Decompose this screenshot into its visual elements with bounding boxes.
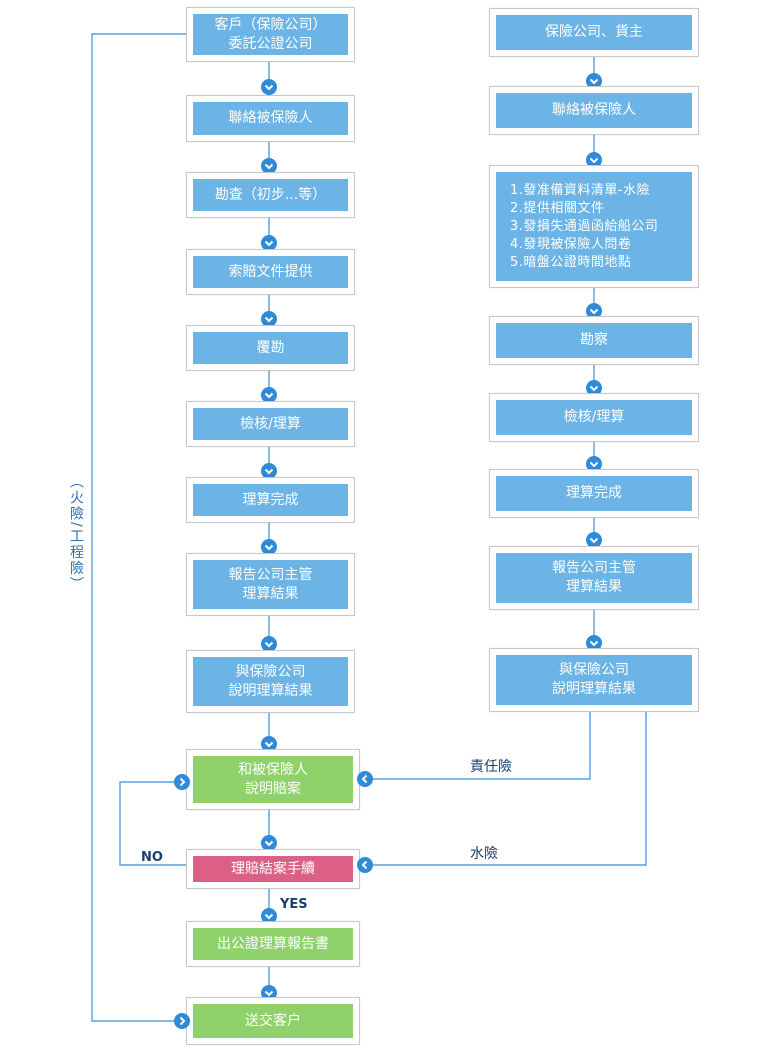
step-client-commission: 客戶（保險公司） 委託公證公司 (186, 7, 355, 62)
step-text: 保險公司、貨主 (545, 24, 643, 40)
yes-label: YES (280, 897, 308, 912)
step-text: 理算完成 (242, 491, 299, 508)
step-text: 索賠文件提供 (228, 263, 313, 280)
step-text: 檢核/理算 (563, 409, 625, 425)
step-text: 報告公司主管 (228, 566, 313, 583)
step-deliver-client: 送交客户 (186, 997, 360, 1045)
step-text: 說明理算結果 (552, 681, 636, 697)
chevron-down-icon (261, 539, 277, 555)
step-text: 理算結果 (566, 579, 622, 595)
step-report-manager: 報告公司主管 理算結果 (186, 553, 355, 616)
right-step-check-adjust: 檢核/理算 (489, 393, 699, 442)
chevron-down-icon (261, 311, 277, 327)
list-item: 3.發損失通過函給船公司 (510, 218, 659, 234)
step-issue-report: 出公證理算報告書 (186, 921, 360, 967)
chevron-down-icon (261, 736, 277, 752)
right-step-explain-insurer: 與保險公司 說明理算結果 (489, 648, 699, 712)
step-text: 檢核/理算 (240, 415, 301, 432)
list-item: 5.暗盤公證時間地點 (510, 254, 632, 270)
chevron-down-icon (586, 532, 602, 548)
chevron-down-icon (586, 73, 602, 89)
step-text: 理賠結案手續 (231, 860, 315, 877)
list-item: 1.發准備資料清單-水險 (510, 182, 651, 198)
list-item: 4.發現被保險人問卷 (510, 236, 632, 252)
step-text: 覆勘 (256, 339, 285, 356)
right-step-report-manager: 報告公司主管 理算結果 (489, 546, 699, 610)
step-check-adjust: 檢核/理算 (186, 401, 355, 447)
step-text: 與保險公司 (235, 663, 306, 680)
liability-insurance-label: 責任險 (470, 759, 512, 775)
step-text: 聯絡被保險人 (552, 102, 636, 118)
step-text: 報告公司主管 (552, 560, 636, 576)
step-text: 說明理算結果 (228, 682, 313, 699)
step-contact-insured: 聯絡被保險人 (186, 95, 355, 142)
chevron-down-icon (261, 463, 277, 479)
step-survey: 勘查（初步...等） (186, 172, 355, 218)
step-text: 理算完成 (566, 485, 622, 501)
no-label: NO (141, 850, 163, 865)
chevron-down-icon (261, 636, 277, 652)
step-text: 勘查（初步...等） (214, 186, 327, 203)
chevron-down-icon (586, 456, 602, 472)
right-step-adjust-complete: 理算完成 (489, 469, 699, 518)
chevron-down-icon (586, 380, 602, 396)
step-adjust-complete: 理算完成 (186, 477, 355, 523)
chevron-down-icon (261, 387, 277, 403)
chevron-down-icon (261, 835, 277, 851)
chevron-down-icon (261, 79, 277, 95)
step-text: 聯絡被保險人 (228, 110, 313, 126)
right-step-document-list: 1.發准備資料清單-水險 2.提供相關文件 3.發損失通過函給船公司 4.發現被… (489, 165, 699, 288)
step-resurvey: 覆勘 (186, 325, 355, 371)
step-explain-insurer: 與保險公司 說明理算結果 (186, 650, 355, 713)
chevron-left-icon (357, 857, 373, 873)
list-item: 2.提供相關文件 (510, 200, 605, 216)
step-text: 委託公證公司 (228, 35, 313, 52)
step-claim-documents: 索賠文件提供 (186, 249, 355, 295)
step-text: 出公證理算報告書 (217, 935, 329, 952)
step-text: 送交客户 (245, 1012, 301, 1029)
chevron-down-icon (261, 908, 277, 924)
step-text: 說明賠案 (245, 780, 301, 797)
step-text: 理算結果 (242, 585, 299, 602)
chevron-right-icon (174, 774, 190, 790)
right-step-contact-insured: 聯絡被保險人 (489, 86, 699, 135)
right-step-survey: 勘察 (489, 316, 699, 365)
step-text: 客戶（保險公司） (214, 16, 327, 33)
step-text: 勘察 (580, 332, 608, 348)
marine-insurance-label: 水險 (470, 846, 498, 862)
chevron-down-icon (261, 158, 277, 174)
chevron-left-icon (357, 771, 373, 787)
step-text: 和被保險人 (238, 761, 308, 778)
chevron-down-icon (586, 152, 602, 168)
step-claim-closing: 理賠結案手續 (186, 849, 360, 889)
fire-engineering-label: （火險/工程險） (68, 474, 84, 593)
chevron-right-icon (174, 1013, 190, 1029)
step-text: 與保險公司 (559, 662, 629, 678)
step-explain-insured: 和被保險人 說明賠案 (186, 749, 360, 810)
chevron-down-icon (586, 635, 602, 651)
chevron-down-icon (261, 235, 277, 251)
chevron-down-icon (586, 303, 602, 319)
right-step-insurer-cargo-owner: 保險公司、貨主 (489, 8, 699, 57)
